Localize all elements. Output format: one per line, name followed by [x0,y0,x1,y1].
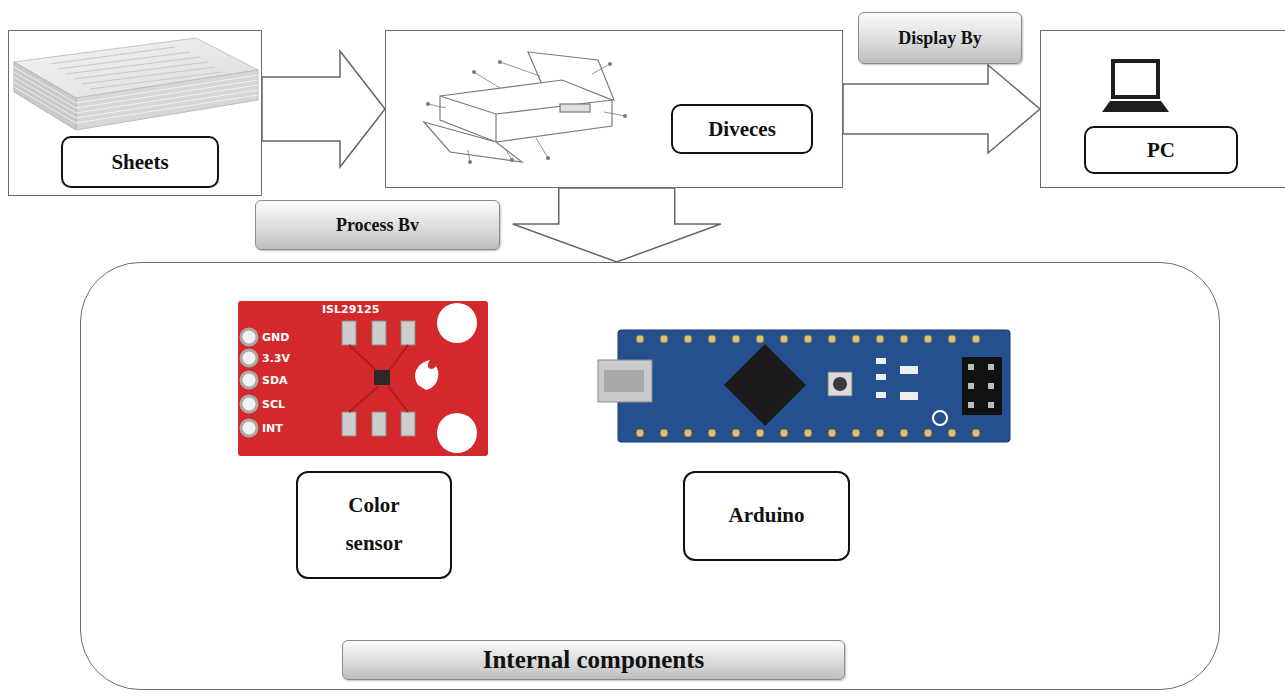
component-box: Arduino [683,471,850,561]
pin-name: GND [262,331,289,344]
output-panel: PC [1040,30,1285,188]
pin-name: INT [262,422,283,435]
arrow-caption: Display By [858,12,1022,64]
component-name: Arduino [729,497,805,535]
color-sensor-board [238,301,488,456]
laptop-icon [1102,61,1169,112]
paper-stack [14,38,258,130]
node-label: Diveces [671,104,813,154]
input-panel: Sheets [8,30,262,196]
block-arrow [513,188,721,262]
pin-name: SDA [262,374,288,387]
block-arrow [262,51,385,167]
pin-name: SCL [262,398,285,411]
component-box: Color sensor [296,471,452,579]
group-title: Internal components [342,640,845,680]
pin-name: 3.3V [262,352,290,365]
device-panel: Diveces [385,30,843,188]
chip-name: ISL29125 [322,303,379,316]
arrow-caption: Process Bv [255,200,500,250]
printer-sketch [424,52,627,164]
component-group: Color sensor ArduinoInternal components [80,262,1220,690]
arduino-board [598,330,1010,442]
node-label: PC [1084,126,1238,174]
block-arrow [843,65,1040,153]
component-name: Color sensor [328,487,420,563]
node-label: Sheets [61,136,219,188]
